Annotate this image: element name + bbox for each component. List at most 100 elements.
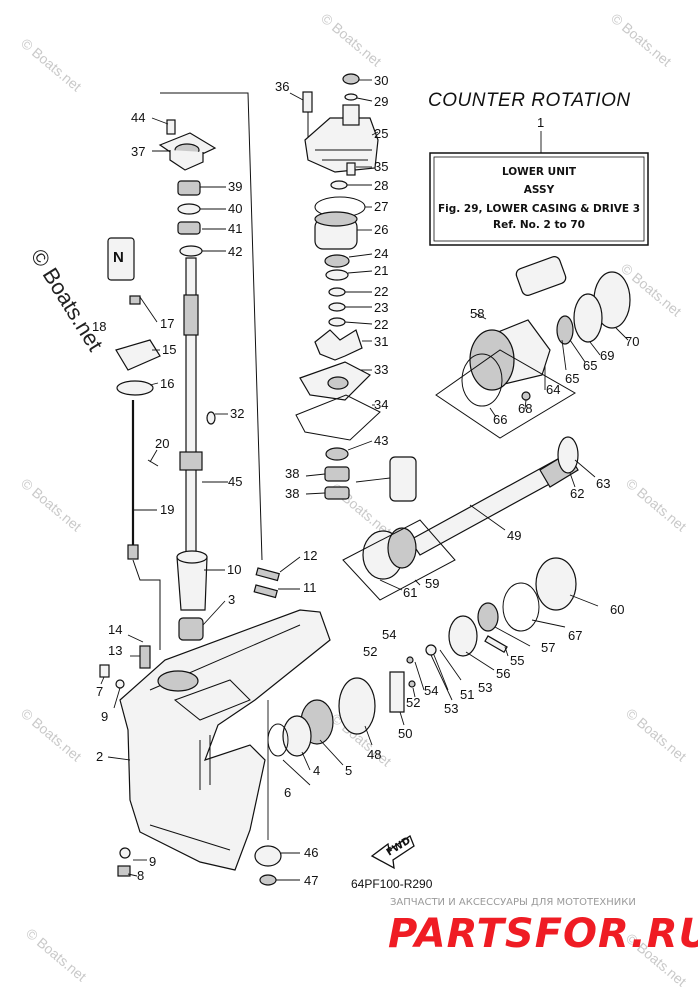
shift-rod-assembly: N <box>107 237 161 650</box>
part-label: 13 <box>108 643 122 658</box>
part-label: 22 <box>374 317 388 332</box>
sleeve-top <box>176 550 208 564</box>
spring-57 <box>477 602 499 632</box>
housing-body <box>169 150 204 171</box>
plate-hole <box>327 376 349 390</box>
pin-55 <box>484 635 508 654</box>
part-label: 23 <box>374 300 388 315</box>
grommet-30 <box>342 73 360 85</box>
part-label: 51 <box>460 687 474 702</box>
part-label: 53 <box>478 680 492 695</box>
watermark: © Boats.net <box>23 925 90 984</box>
watermark: © Boats.net <box>608 10 675 69</box>
seal-65 <box>556 315 574 345</box>
part-label: 5 <box>345 763 352 778</box>
part-label: 65 <box>583 358 597 373</box>
watermark: © Boats.net <box>623 705 690 764</box>
washer-22 <box>328 287 346 297</box>
gasket-34 <box>295 394 381 441</box>
casing-bore <box>157 670 199 692</box>
housing-face <box>469 329 515 391</box>
watermark: © Boats.net <box>318 10 385 69</box>
seal-43 <box>325 447 349 461</box>
part-label: 52 <box>406 695 420 710</box>
clutch-dog-56 <box>448 615 478 657</box>
lower-casing-2 <box>99 609 331 877</box>
sleeve-10 <box>176 556 208 611</box>
bearing-38b <box>324 486 350 500</box>
part-label: 62 <box>570 486 584 501</box>
ring-21 <box>325 269 349 281</box>
pin-68 <box>521 391 531 401</box>
part-label: 49 <box>507 528 521 543</box>
part-label: 22 <box>374 284 388 299</box>
part-label: 31 <box>374 334 388 349</box>
part-label: 60 <box>610 602 624 617</box>
part-label: 7 <box>96 684 103 699</box>
part-label: 10 <box>227 562 241 577</box>
watermark-large: © Boats.net <box>26 244 108 355</box>
part-label: 38 <box>285 466 299 481</box>
part-label: 57 <box>541 640 555 655</box>
part-label: 66 <box>493 412 507 427</box>
part-label: 6 <box>284 785 291 800</box>
part-label: 41 <box>228 221 242 236</box>
part-label: 50 <box>398 726 412 741</box>
shim-4 <box>282 715 312 757</box>
part-label: 63 <box>596 476 610 491</box>
bearing-41 <box>177 221 201 235</box>
pin-35 <box>346 162 356 176</box>
nut-47 <box>259 874 277 886</box>
part-label: 8 <box>137 868 144 883</box>
watermark: © Boats.net <box>18 475 85 534</box>
part-label: 54 <box>424 683 438 698</box>
housing-outlet <box>342 104 360 126</box>
shaft-collar <box>179 451 203 471</box>
detail-glyph: N <box>113 249 124 266</box>
part-label: 46 <box>304 845 318 860</box>
part-label: 61 <box>403 585 417 600</box>
spring-51 <box>425 644 437 656</box>
part-label: 21 <box>374 263 388 278</box>
washer-69 <box>573 293 603 343</box>
part-label: 32 <box>230 406 244 421</box>
ring-28 <box>330 180 348 190</box>
part-label: 9 <box>101 709 108 724</box>
part-label: 17 <box>160 316 174 331</box>
casing-cavity <box>173 679 251 721</box>
washer-9 <box>115 679 125 689</box>
bearing-3 <box>178 617 204 641</box>
part-label: 58 <box>470 306 484 321</box>
assembly-bracket <box>342 519 456 601</box>
bolt-44 <box>166 119 176 135</box>
grease-nipple-13 <box>139 645 151 669</box>
brand-logo: PARTSFOR.RU <box>388 911 698 957</box>
assembly-line <box>160 92 263 561</box>
part-label: 26 <box>374 222 388 237</box>
part-label: 29 <box>374 94 388 109</box>
part-label: 12 <box>303 548 317 563</box>
driveshaft-assembly <box>158 92 280 641</box>
callout-box-inner <box>433 156 645 242</box>
part-label: 64 <box>546 382 560 397</box>
part-label: 14 <box>108 622 122 637</box>
bolt-36 <box>302 91 313 113</box>
part-label: 11 <box>303 580 317 595</box>
part-label: 3 <box>228 592 235 607</box>
part-label: 65 <box>565 371 579 386</box>
part-label: 33 <box>374 362 388 377</box>
ring-17 <box>129 295 141 305</box>
part-label: 54 <box>382 627 396 642</box>
casing-vent <box>199 735 211 790</box>
clip-20 <box>147 459 159 467</box>
shift-plunger-50 <box>389 671 405 713</box>
housing-fins <box>315 149 372 161</box>
bolt-7 <box>99 664 110 678</box>
reverse-gear-48 <box>338 677 376 735</box>
shim-67 <box>502 582 540 632</box>
ring-29 <box>344 93 358 101</box>
part-label: 52 <box>363 644 377 659</box>
rod-end <box>127 544 139 560</box>
part-label: 53 <box>444 701 458 716</box>
